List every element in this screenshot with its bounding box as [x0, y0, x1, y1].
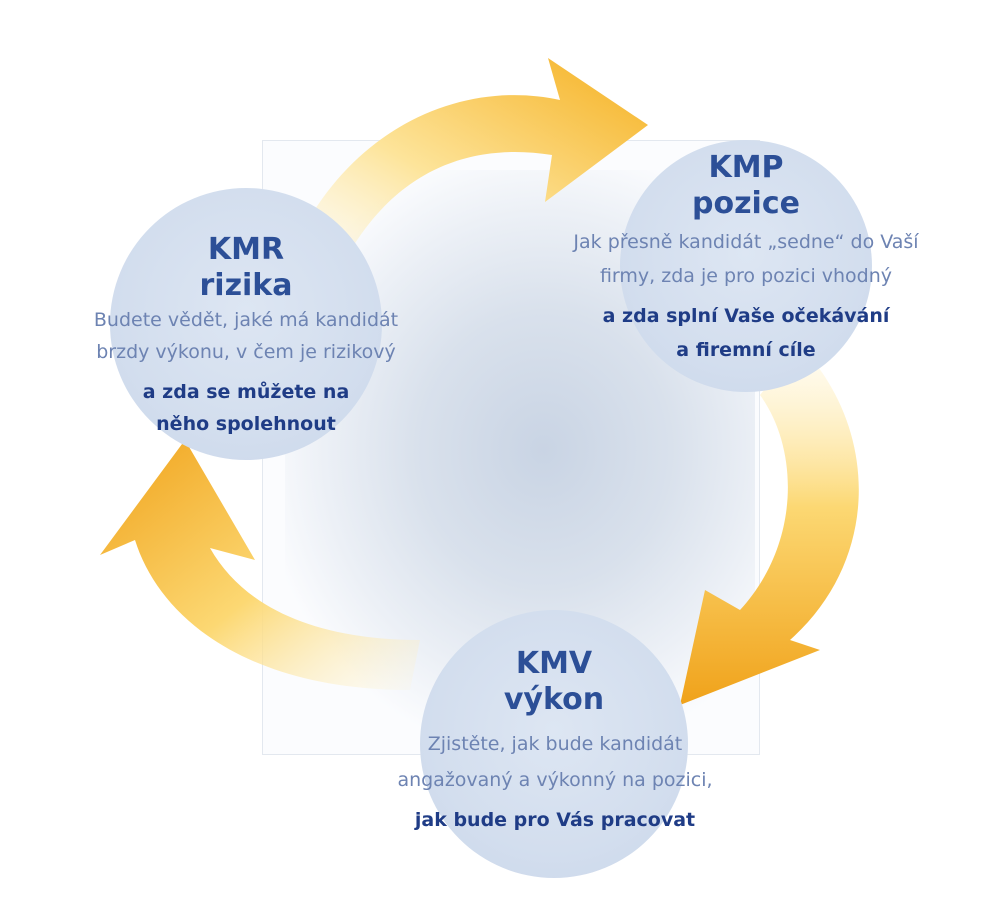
kmr-desc-line2: brzdy výkonu, v čem je rizikový: [96, 341, 396, 363]
kmp-desc-line2: firmy, zda je pro pozici vhodný: [599, 265, 893, 287]
kmv-name: výkon: [503, 682, 605, 717]
arrow-kmv-to-kmr: [100, 440, 420, 690]
kmr-code: KMR: [207, 232, 285, 267]
arrow-kmr-to-kmp: [300, 58, 648, 260]
kmv-circle: [420, 610, 688, 878]
arrow-kmp-to-kmv: [680, 345, 859, 705]
kmv-code: KMV: [515, 646, 593, 681]
kmp-desc-line1: Jak přesně kandidát „sedne“ do Vaší: [573, 231, 919, 253]
kmv-desc-line2: angažovaný a výkonný na pozici,: [397, 769, 713, 791]
kmp-name: pozice: [692, 186, 800, 221]
kmr-desc-line1: Budete vědět, jaké má kandidát: [93, 309, 399, 331]
kmr-bold-line1: a zda se můžete na: [142, 381, 350, 403]
kmp-bold-line1: a zda splní Vaše očekávání: [602, 305, 890, 327]
kmp-bold-line2: a firemní cíle: [676, 339, 816, 361]
kmr-bold-line2: něho spolehnout: [156, 413, 336, 435]
kmr-circle: [110, 188, 382, 460]
kmr-name: rizika: [199, 268, 293, 303]
kmp-circle: [620, 140, 872, 392]
kmv-bold-line1: jak bude pro Vás pracovat: [414, 809, 696, 831]
kmp-code: KMP: [708, 150, 784, 185]
kmv-desc-line1: Zjistěte, jak bude kandidát: [427, 733, 683, 755]
